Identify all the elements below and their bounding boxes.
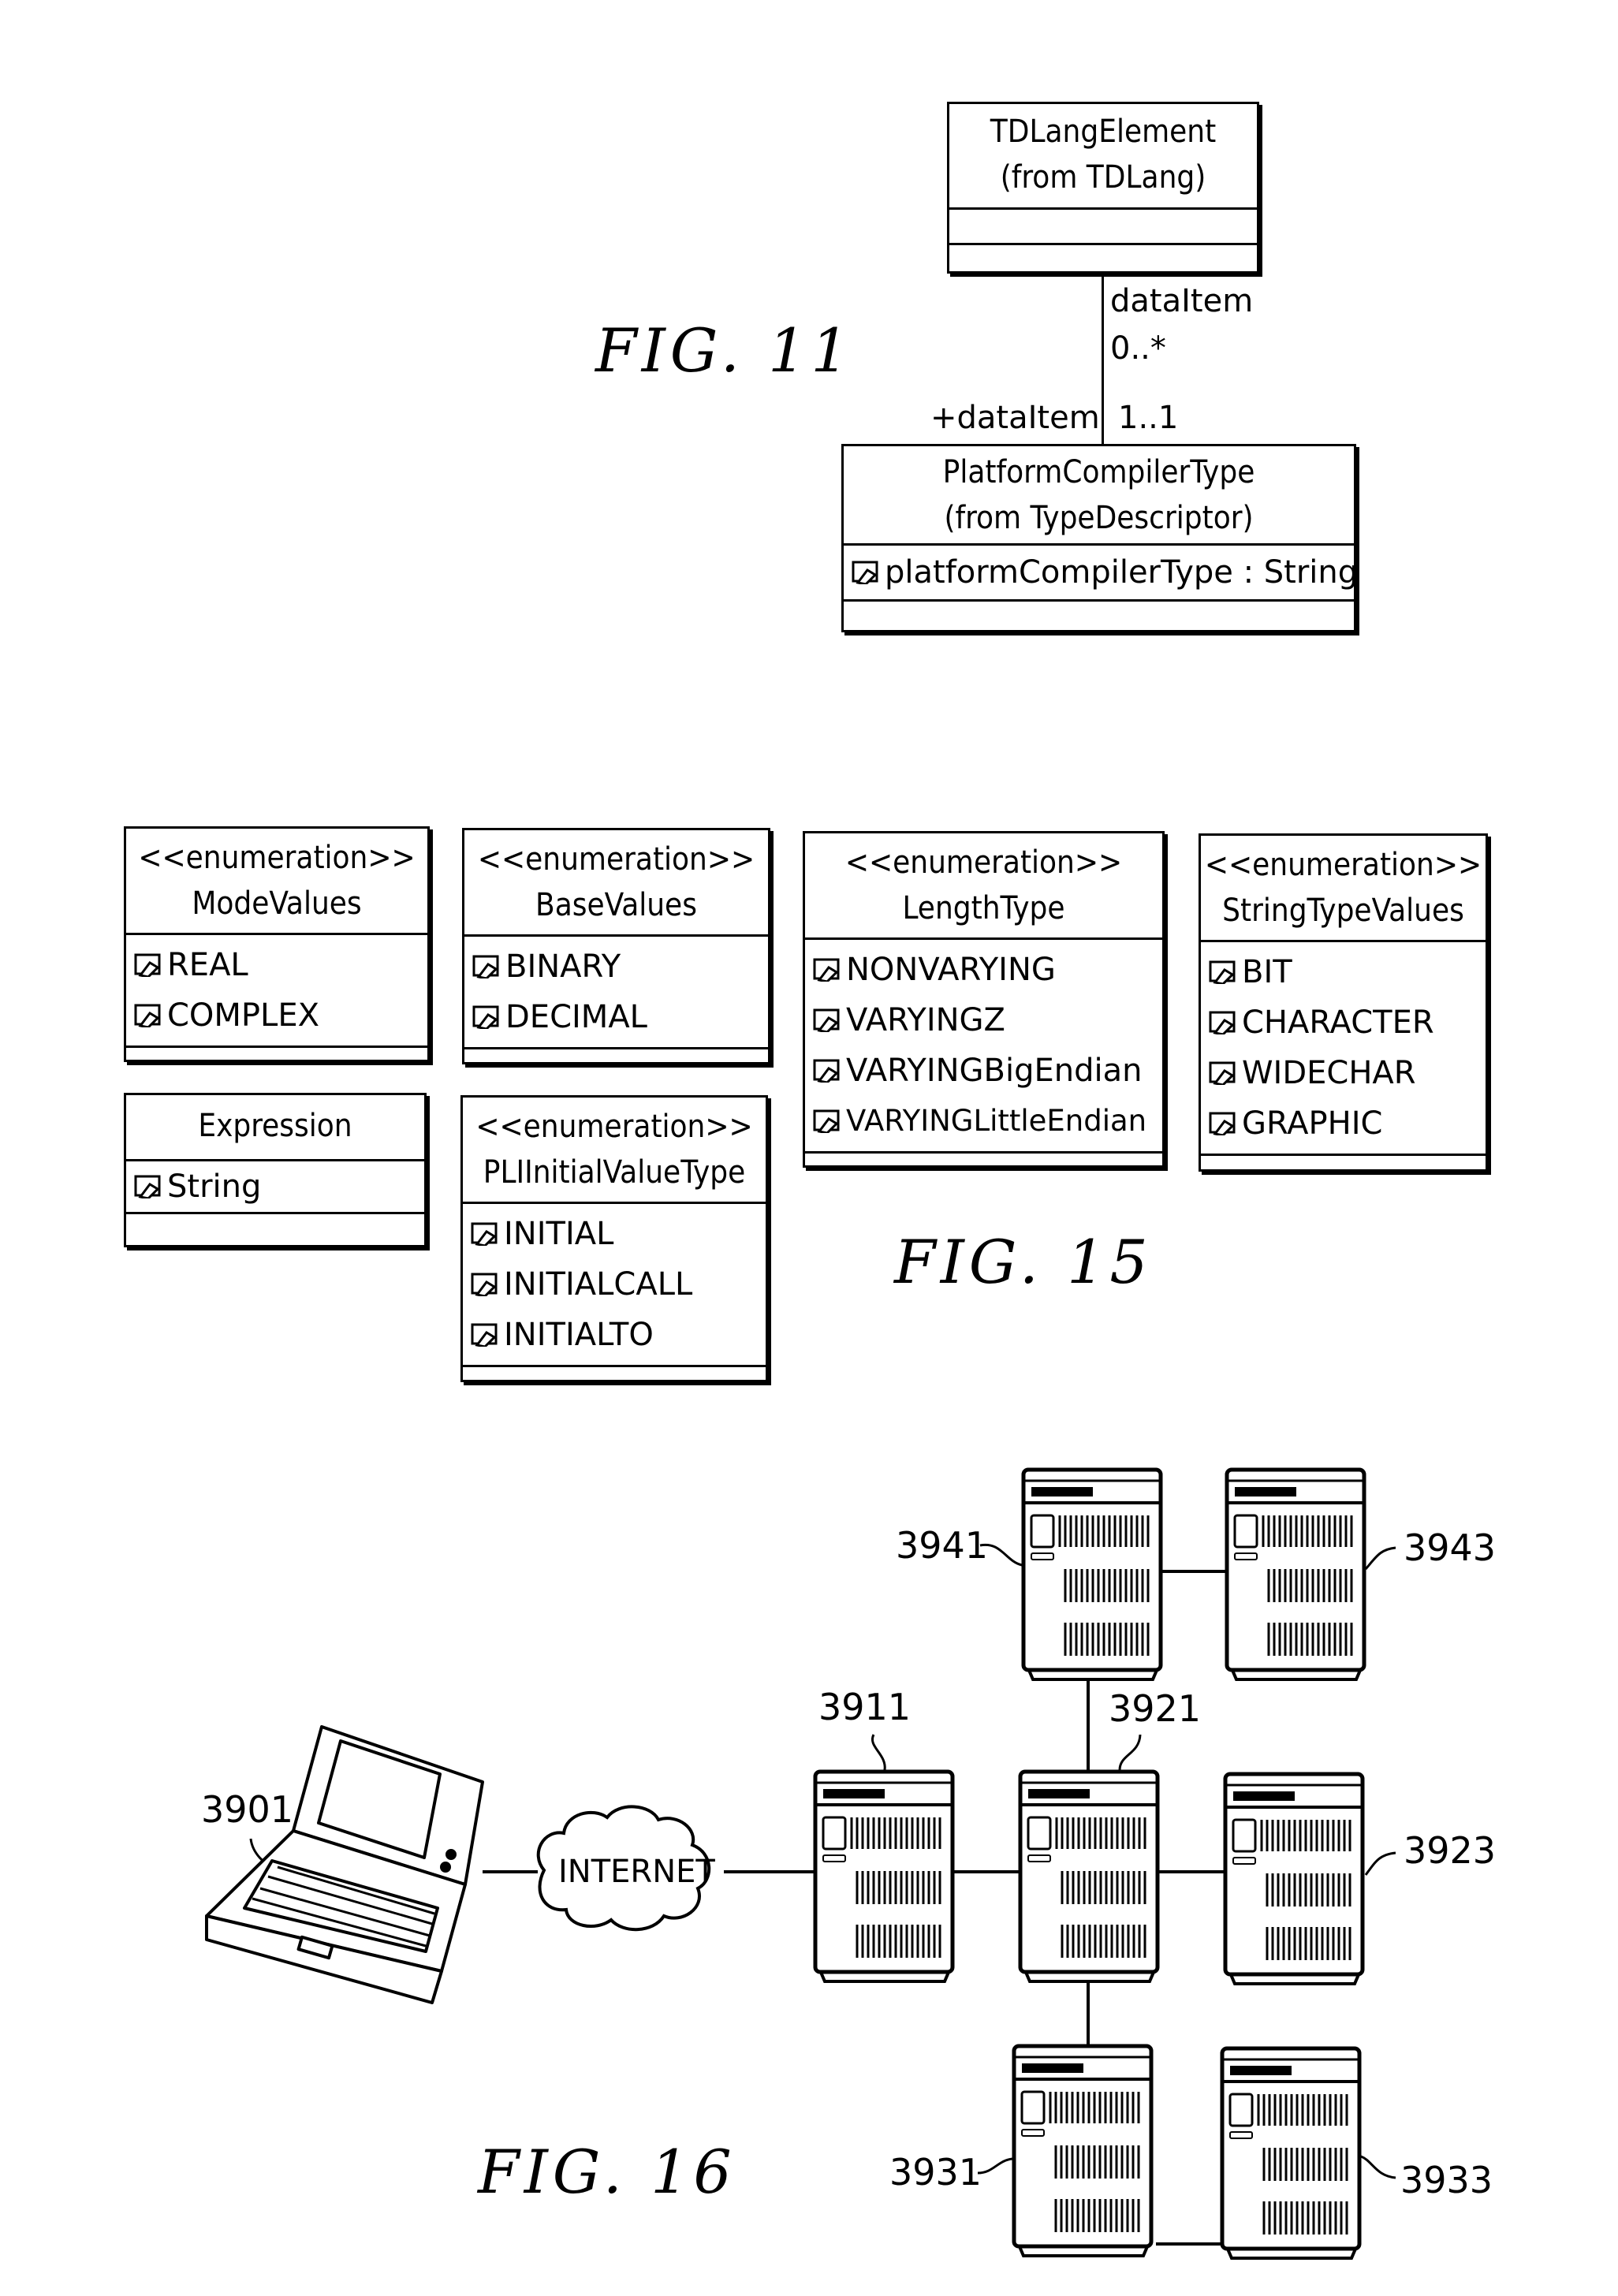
ref-3931: 3931 [889,2152,982,2192]
ref-3901: 3901 [201,1790,293,1829]
ref-3943: 3943 [1404,1528,1496,1567]
leader-3933 [1361,2156,1396,2178]
leader-3911 [872,1735,885,1770]
internet-label: INTERNET [558,1854,715,1889]
fig16-caption: FIG. 16 [478,2137,736,2207]
ref-3933: 3933 [1400,2160,1493,2200]
leader-3921 [1120,1735,1140,1770]
server-3921 [1020,1772,1158,1981]
laptop-icon [207,1727,483,2003]
ref-3941: 3941 [896,1526,988,1565]
server-3931 [1014,2046,1151,2256]
ref-3911: 3911 [818,1687,911,1727]
server-3911 [815,1772,953,1981]
server-3923 [1225,1774,1363,1984]
server-3933 [1222,2048,1359,2258]
ref-3921: 3921 [1109,1689,1201,1728]
leader-3943 [1366,1548,1396,1569]
server-3941 [1023,1470,1161,1679]
leader-3923 [1366,1853,1396,1875]
leader-3931 [978,2159,1012,2173]
ref-3923: 3923 [1404,1831,1496,1870]
server-3943 [1227,1470,1364,1679]
